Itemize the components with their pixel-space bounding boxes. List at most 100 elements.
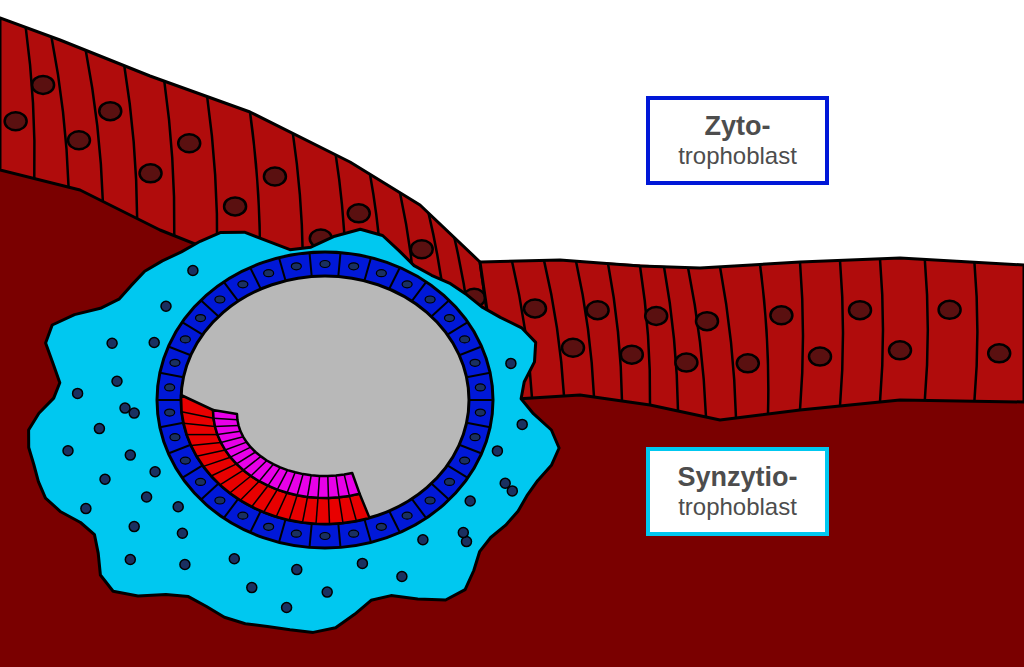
cell-nucleus [32,76,54,94]
cell-wall [720,267,736,418]
cell-nucleus [99,102,121,120]
blastocyst-cavity [181,276,469,524]
cell-nucleus [809,348,831,366]
nucleus-dot [517,419,527,429]
cell-nucleus [402,512,412,519]
cell-wall [221,437,243,443]
cell-nucleus [737,354,759,372]
nucleus-dot [125,450,135,460]
cell-nucleus [140,164,162,182]
cell-nucleus [376,523,386,530]
cell-wall [327,476,329,498]
cell-nucleus [348,204,370,222]
nucleus-dot [229,554,239,564]
nucleus-dot [357,558,367,568]
nucleus-dot [100,474,110,484]
cell-nucleus [196,478,206,485]
cell-nucleus [562,339,584,357]
cell-wall [160,423,184,427]
cell-nucleus [264,270,274,277]
cell-nucleus [696,312,718,330]
cell-wall [688,268,706,417]
cell-nucleus [425,497,435,504]
cell-wall [608,264,622,401]
cell-wall [339,497,343,523]
nucleus-dot [107,338,117,348]
cell-nucleus [470,434,480,441]
cell-nucleus [444,478,454,485]
cell-wall [316,498,318,524]
cell-wall [124,66,137,219]
cell-nucleus [264,523,274,530]
nucleus-dot [418,535,428,545]
cell-wall [338,523,340,547]
cell-wall [279,258,286,281]
cell-wall [338,253,340,277]
cell-wall [447,322,467,335]
cell-nucleus [988,344,1010,362]
cell-nucleus [165,409,175,416]
cell-wall [412,499,426,518]
cell-nucleus [849,301,871,319]
cell-wall [318,476,320,498]
cell-nucleus [460,457,470,464]
cell-nucleus [524,299,546,317]
nucleus-dot [397,572,407,582]
cell-nucleus [291,530,301,537]
cell-nucleus [180,457,190,464]
label-box: Synzytio-trophoblast [646,447,829,536]
nucleus-dot [120,403,130,413]
cell-wall [364,258,371,281]
cell-wall [259,464,273,481]
cell-wall [251,461,267,477]
cell-nucleus [460,336,470,343]
cell-wall [187,434,218,436]
cell-nucleus [645,307,667,325]
nucleus-dot [492,446,502,456]
cell-wall [224,499,238,518]
cell-wall [157,399,181,401]
cell-wall [215,425,239,427]
syncytio-blob [29,229,560,632]
cell-wall [197,450,226,456]
nucleus-dot [150,467,160,477]
cell-nucleus [349,263,359,270]
cell-wall [303,497,308,523]
cell-wall [840,260,843,406]
label-box: Zyto-trophoblast [646,96,829,185]
cytotrophoblast-ring [157,252,493,548]
cell-nucleus [444,315,454,322]
cell-nucleus [224,197,246,215]
cell-nucleus [264,168,286,186]
cell-nucleus [291,263,301,270]
cell-wall [544,260,564,396]
cell-nucleus [180,336,190,343]
cell-wall [184,423,215,426]
uterine-stroma [0,18,1024,667]
nucleus-dot [129,522,139,532]
cell-wall [309,523,311,547]
cell-wall [86,50,103,201]
cell-wall [308,475,312,497]
cell-wall [289,495,297,520]
cell-wall [467,423,491,427]
nucleus-dot [81,504,91,514]
cell-wall [925,259,928,400]
cell-nucleus [170,359,180,366]
cell-wall [207,97,217,253]
cell-wall [279,519,286,542]
cell-nucleus [68,131,90,149]
cell-wall [182,465,202,478]
cell-wall [224,282,238,301]
cell-wall [217,431,240,434]
cell-nucleus [5,112,27,130]
cell-nucleus [196,315,206,322]
nucleus-dot [465,496,475,506]
cell-wall [252,486,268,507]
nucleus-dot [180,560,190,570]
cell-wall [211,464,236,476]
cell-wall [469,399,493,401]
cell-nucleus [376,270,386,277]
cell-wall [225,442,246,450]
